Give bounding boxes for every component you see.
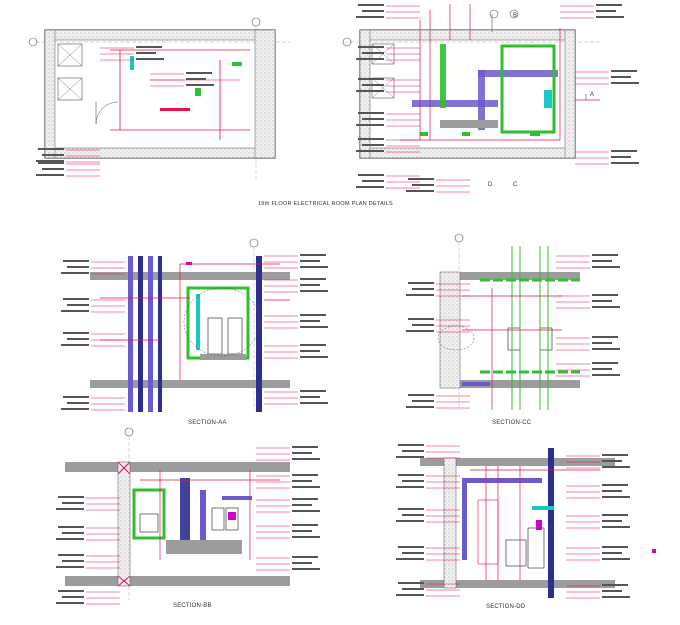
grid-bubble — [342, 37, 352, 47]
grid-bubble — [489, 9, 499, 19]
panel — [227, 317, 243, 355]
section-bb-title: SECTION-BB — [173, 603, 212, 609]
grid-bubble — [251, 17, 261, 27]
equipment-tray — [500, 44, 556, 134]
panel-row — [440, 120, 498, 128]
section-marker-a: A — [590, 92, 594, 98]
section-cc-drawing — [405, 233, 621, 410]
plan-view-existing — [28, 17, 290, 180]
plan-title: 19th FLOOR ELECTRICAL ROOM PLAN DETAILS — [258, 201, 393, 207]
section-aa-drawing — [60, 238, 329, 412]
cable-tray — [478, 70, 485, 130]
cable-tray — [478, 70, 558, 77]
room-outline — [44, 29, 276, 159]
stray-mark — [652, 549, 656, 553]
section-dd-drawing — [395, 443, 656, 599]
lower-slab — [90, 380, 290, 388]
panel — [207, 317, 223, 355]
section-cc-title: SECTION-CC — [492, 420, 532, 426]
grid-bubble — [509, 9, 519, 19]
door-swing — [95, 101, 119, 125]
upper-slab — [90, 272, 290, 280]
shaft — [57, 77, 83, 101]
plan-view-proposed: A B C D — [342, 3, 640, 193]
section-bb-drawing — [55, 427, 321, 605]
section-marker-d: D — [488, 182, 493, 188]
riser-tray — [548, 448, 554, 598]
room-outline — [359, 29, 576, 159]
section-dd-title: SECTION-DD — [486, 604, 526, 610]
cable-tray — [412, 100, 498, 107]
callout-cloud — [183, 287, 261, 357]
section-marker-c: C — [513, 182, 518, 188]
section-aa-title: SECTION-AA — [188, 420, 227, 426]
shaft — [57, 43, 83, 67]
grid-bubble — [28, 37, 38, 47]
section-marker-b: B — [513, 13, 517, 19]
riser-tray — [256, 256, 262, 412]
